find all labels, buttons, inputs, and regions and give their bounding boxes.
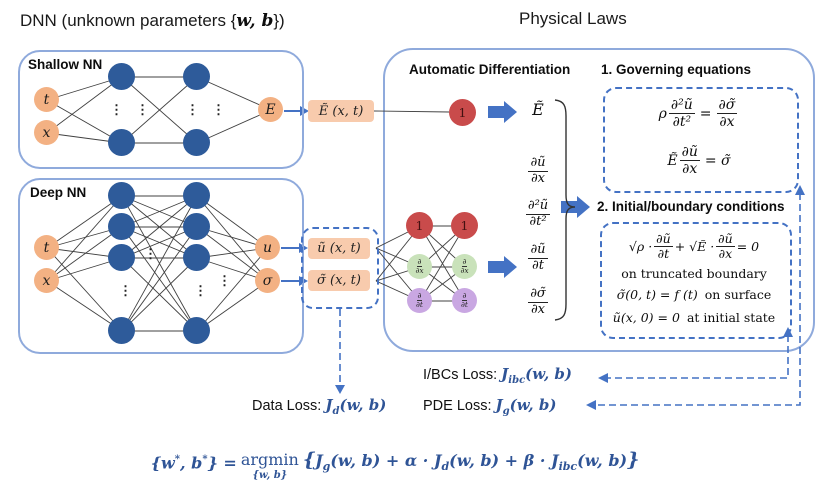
bias-label: 1 [460,218,469,233]
autodiff-bias-node: 1 [451,212,478,239]
deep-hidden-node [108,213,135,240]
dnn-title-prefix: DNN (unknown parameters { [20,11,237,30]
deep-input-node-x: x [34,268,59,293]
deep-hidden-node [108,317,135,344]
ellipsis-dots: ⋮ [136,102,149,117]
governing-eq-1: ρ ∂²ũ∂t² = ∂σ̃∂x [658,97,738,131]
ibc-heading: 2. Initial/boundary conditions [597,199,785,214]
deep-output-sigma-label: σ [262,272,273,289]
ellipsis-dots: ⋮ [218,273,231,288]
derivative-term-E: Ẽ [532,100,544,119]
shallow-hidden-node [183,63,210,90]
autodiff-ddx-node: ∂∂x [452,254,477,279]
deep-hidden-node [108,244,135,271]
governing-equations-box [603,87,799,193]
pde-loss-label: PDE Loss: Jg(w, b) [423,396,557,417]
formula-body: {Jg(w, b) + α · Jd(w, b) + β · Jibc(w, b… [302,449,640,474]
data-loss-term: Jd(w, b) [325,396,387,417]
physical-laws-title: Physical Laws [519,9,627,28]
autodiff-ddt-node: ∂∂t [452,288,477,313]
ibc-eq-surface: σ̃(0, t) = f (t)on surface [616,287,772,302]
ellipsis-dots: ⋮ [144,246,157,261]
ddx-operator: ∂∂x [460,257,469,275]
ellipsis-dots: ⋮ [186,102,199,117]
deep-nn-label: Deep NN [30,185,87,200]
shallow-output-node-E: E [258,97,283,122]
deep-input-node-t: t [34,235,59,260]
formula-argmin: argmin{w, b} [240,450,299,481]
shallow-hidden-node [183,129,210,156]
deep-output-node-u: u [255,235,280,260]
deep-hidden-node [183,317,210,344]
ddt-operator: ∂∂t [416,291,423,309]
deep-output-u-label: u [262,239,273,256]
shallow-hidden-node [108,129,135,156]
deep-hidden-node [183,244,210,271]
ddx-operator: ∂∂x [415,257,424,275]
derivative-term-d2udt2: ∂²ũ∂t² [525,198,551,229]
ddt-operator: ∂∂t [461,291,468,309]
formula-lhs: {w*, b*} = [150,453,237,473]
autodiff-bias-node: 1 [449,99,476,126]
dnn-title: DNN (unknown parameters {w, b}) [20,11,285,31]
autodiff-ddx-node: ∂∂x [407,254,432,279]
ibc-eq-truncated: √ρ · ∂ũ∂t + √Ẽ · ∂ũ∂x = 0 [628,231,760,262]
governing-equations-heading: 1. Governing equations [601,62,752,77]
E-output-label: Ẽ (x, t) [308,100,374,122]
derivative-term-dudx: ∂ũ∂x [528,155,548,186]
shallow-nn-label: Shallow NN [28,57,103,72]
bias-label: 1 [415,218,424,233]
governing-eq-2: Ẽ ∂ũ∂x = σ̃ [667,144,731,178]
ellipsis-dots: ⋮ [119,283,132,298]
shallow-input-node-t: t [34,87,59,112]
autodiff-bias-node: 1 [406,212,433,239]
deep-input-x-label: x [42,272,51,289]
deep-input-t-label: t [43,239,50,256]
autodiff-heading: Automatic Differentiation [409,62,571,77]
deep-hidden-node [183,213,210,240]
ellipsis-dots: ⋮ [212,102,225,117]
shallow-hidden-node [108,63,135,90]
derivative-term-dsigmadx: ∂σ̃∂x [528,286,548,317]
ibc-loss-term: Jibc(w, b) [501,365,572,386]
ibc-loss-label: I/BCs Loss: Jibc(w, b) [423,365,572,386]
derivative-term-dudt: ∂ũ∂t [528,242,548,273]
autodiff-ddt-node: ∂∂t [407,288,432,313]
sigma-output-label: σ̃ (x, t) [308,270,370,291]
bias-label: 1 [458,105,467,120]
shallow-output-E-label: E [265,101,276,118]
ellipsis-dots: ⋮ [110,102,123,117]
ellipsis-dots: ⋮ [194,283,207,298]
shallow-input-node-x: x [34,120,59,145]
u-output-label: ũ (x, t) [308,238,370,259]
optimization-formula: {w*, b*} = argmin{w, b} {Jg(w, b) + α · … [0,449,790,481]
dnn-title-suffix: }) [273,11,285,30]
dnn-title-params: w, b [236,11,274,31]
shallow-input-x-label: x [42,124,51,141]
pde-loss-term: Jg(w, b) [495,396,557,417]
deep-hidden-node [108,182,135,209]
deep-output-node-sigma: σ [255,268,280,293]
shallow-input-t-label: t [43,91,50,108]
ibc-note-truncated: on truncated boundary [621,266,767,281]
data-loss-label: Data Loss: Jd(w, b) [252,396,387,417]
deep-nn-box [18,178,304,354]
deep-hidden-node [183,182,210,209]
